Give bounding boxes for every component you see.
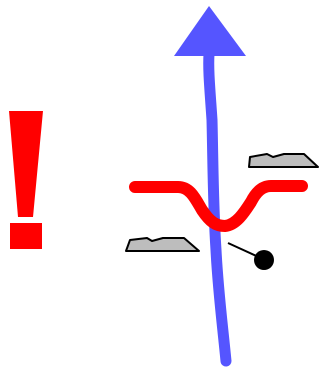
exclamation-mark-icon	[9, 111, 43, 249]
arrow-head	[174, 6, 246, 56]
pin-dot	[254, 250, 274, 270]
exclamation-bar	[9, 111, 43, 217]
gray-slab-right-icon	[249, 154, 318, 167]
arrow-shaft	[209, 54, 226, 361]
pin-dot-icon	[228, 243, 274, 270]
gray-slab-left-icon	[126, 238, 199, 251]
exclamation-dot	[10, 223, 42, 249]
